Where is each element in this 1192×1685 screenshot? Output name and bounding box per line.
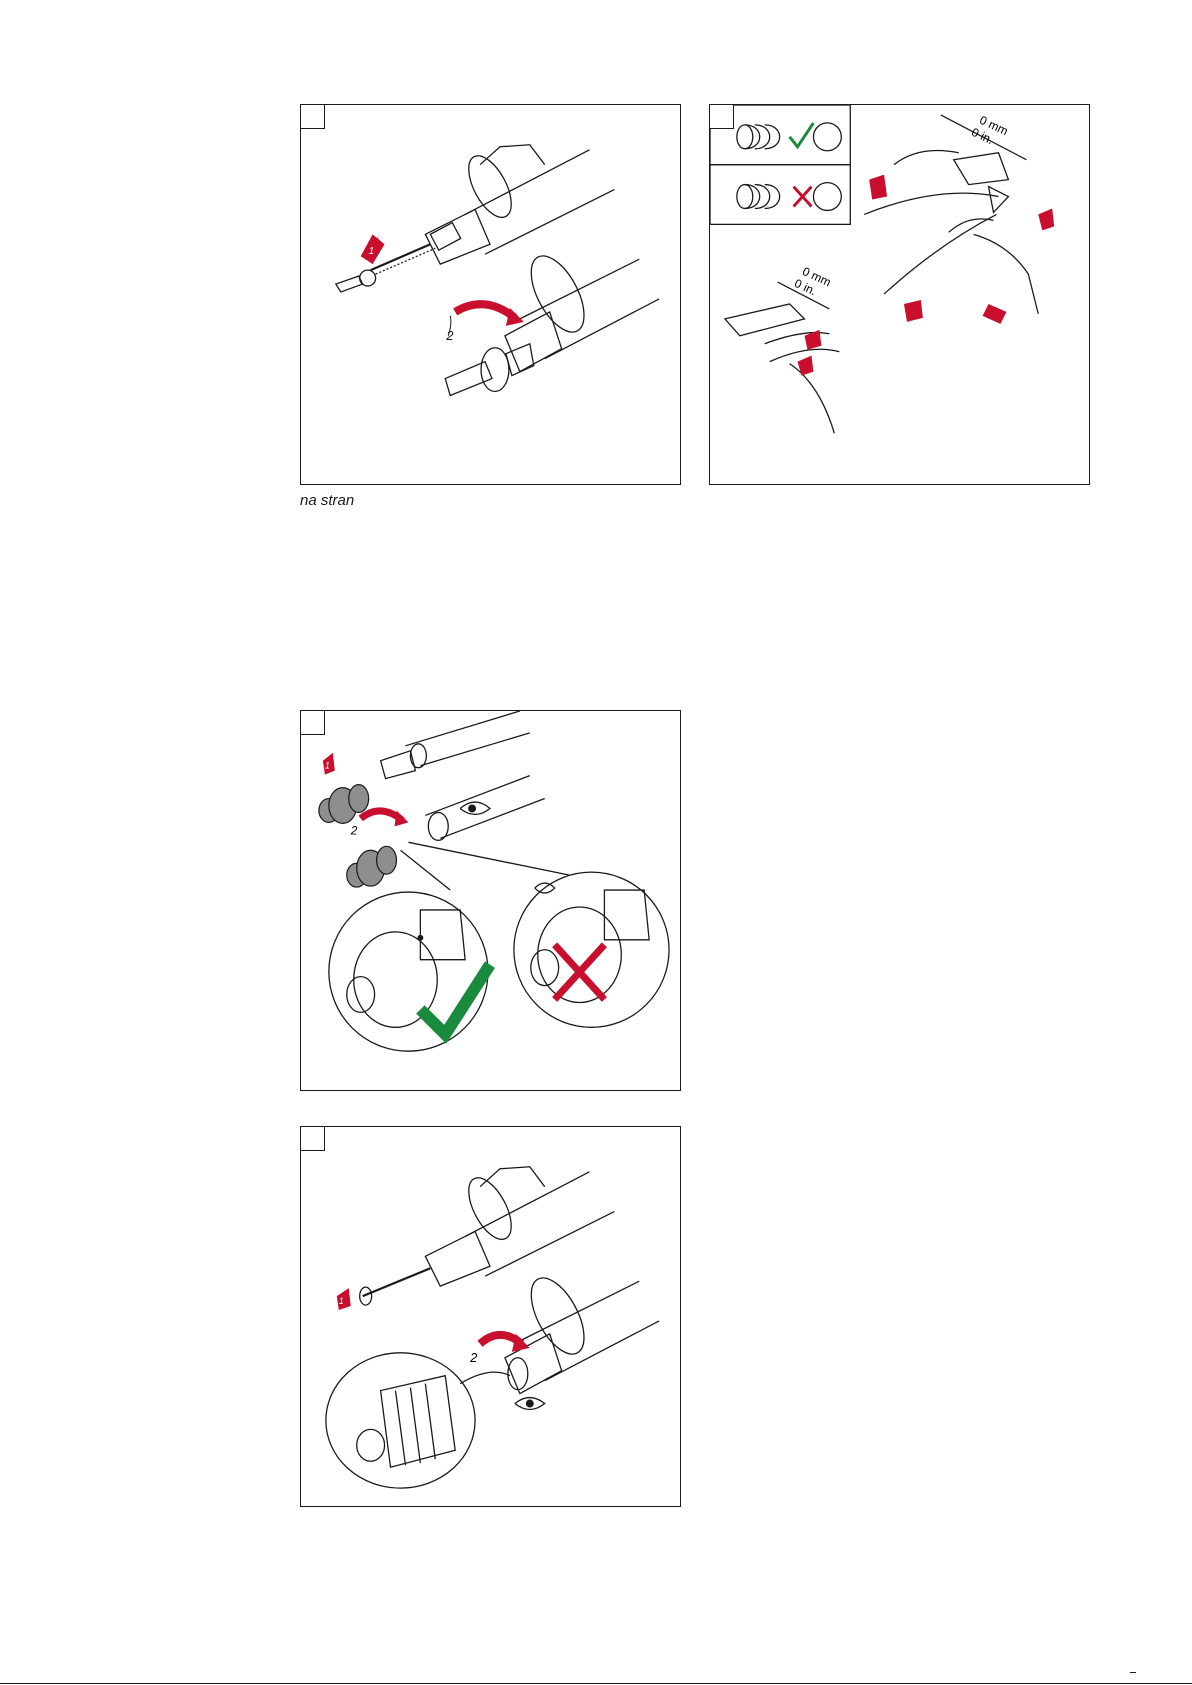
nozzle-fitting-drawing: 1 2 [301, 711, 680, 1090]
illustration-step-3: 1 2 [300, 710, 681, 1091]
liner-fitting-drawing: 1 2 [301, 1127, 680, 1506]
arrow-1-label: 1 [339, 1296, 344, 1306]
arrow-2-label: 2 [350, 823, 358, 837]
arrow-1-label: 1 [369, 246, 375, 257]
arrow-2-label: 2 [445, 328, 453, 343]
footer-tick [1130, 1672, 1136, 1673]
torch-neck-drawing: 1 2 [301, 105, 680, 484]
step-number-box [710, 105, 734, 129]
illustration-step-1: 1 2 [300, 104, 681, 485]
arrow-2-label: 2 [469, 1350, 477, 1365]
footer-rule [0, 1683, 1192, 1684]
illustration-step-4: 1 2 [300, 1126, 681, 1507]
wire-cutting-drawing: 0 mm 0 in. 0 mm 0 in. [710, 105, 1089, 484]
step-number-box [301, 1127, 325, 1151]
caption-text: na stran [300, 492, 354, 509]
step-number-box [301, 105, 325, 129]
step-number-box [301, 711, 325, 735]
illustration-step-2: 0 mm 0 in. 0 mm 0 in. [709, 104, 1090, 485]
arrow-1-label: 1 [325, 761, 330, 771]
